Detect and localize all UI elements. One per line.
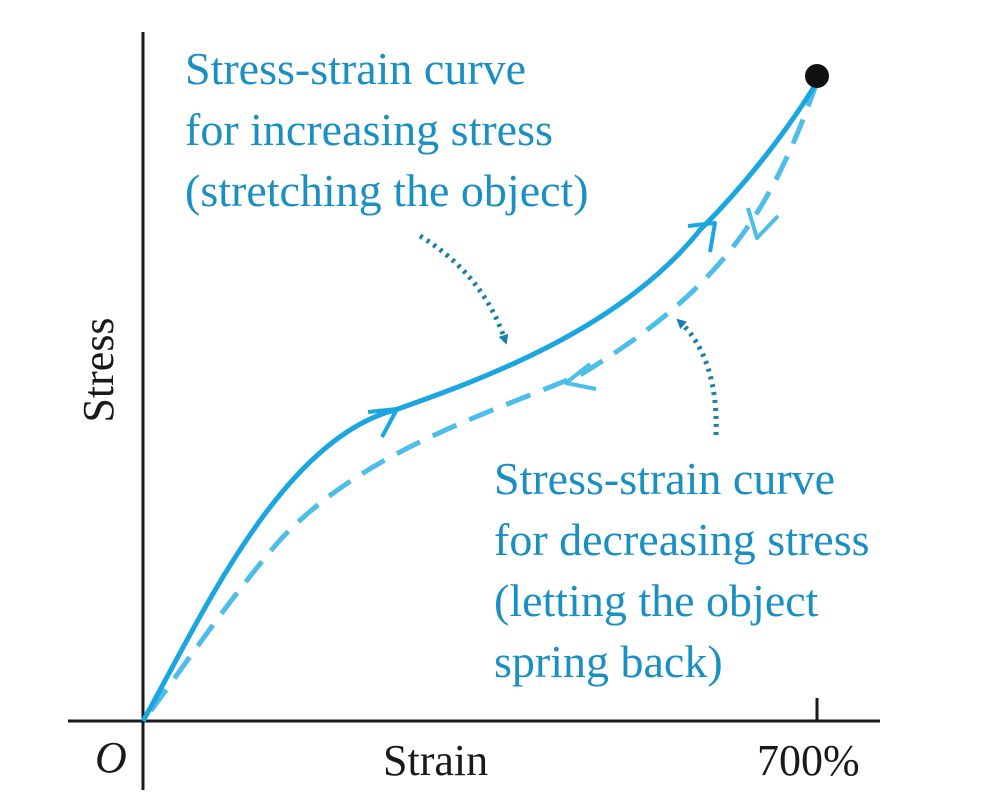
x-axis-label: Strain xyxy=(383,736,488,785)
pointer-to-loading-curve xyxy=(418,233,509,345)
annotation-decreasing-line-1: Stress-strain curve xyxy=(494,453,835,504)
annotation-decreasing: Stress-strain curve for decreasing stres… xyxy=(494,453,870,687)
loading-arrow-lower xyxy=(367,407,399,438)
unloading-curve xyxy=(141,81,820,723)
annotation-increasing-line-1: Stress-strain curve xyxy=(185,43,526,94)
x-tick-label-700: 700% xyxy=(757,736,860,785)
annotation-decreasing-line-4: spring back) xyxy=(494,636,723,687)
unloading-arrow-upper xyxy=(746,207,780,240)
endpoint-dot xyxy=(805,64,829,88)
origin-label: O xyxy=(95,733,127,782)
annotation-increasing: Stress-strain curve for increasing stres… xyxy=(185,43,589,216)
y-axis-label: Stress xyxy=(74,317,123,422)
pointer-to-unloading-curve xyxy=(676,318,719,436)
annotation-increasing-line-2: for increasing stress xyxy=(185,104,553,155)
unloading-arrow-lower xyxy=(564,362,597,391)
loading-arrow-upper xyxy=(687,221,717,253)
annotation-decreasing-line-3: (letting the object xyxy=(494,575,819,626)
annotation-decreasing-line-2: for decreasing stress xyxy=(494,514,870,565)
loading-curve xyxy=(140,80,820,723)
annotation-increasing-line-3: (stretching the object) xyxy=(185,165,589,216)
